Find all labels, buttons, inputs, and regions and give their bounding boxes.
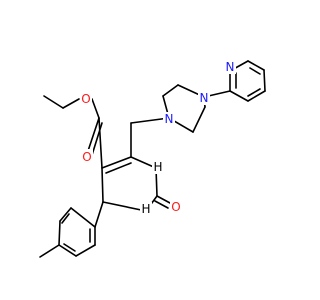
atom-labels: O O O N N N H H xyxy=(81,60,236,216)
bond-pyr-4 xyxy=(263,69,266,92)
structure-svg: O O O N N N H H xyxy=(39,60,266,258)
bond-pyr-5 xyxy=(247,90,266,102)
bond-aryl-4b xyxy=(63,243,76,252)
bond-aryl-4 xyxy=(58,244,77,257)
carbonyl-oxygen-label: O xyxy=(82,150,91,164)
ring-nh-3: H xyxy=(140,202,152,216)
bonds xyxy=(39,60,266,258)
pyridine-n: N xyxy=(224,60,236,74)
bond-ester-c-o-double-1 xyxy=(87,117,100,152)
bond-aryl-5 xyxy=(75,244,96,257)
bond-c6-n1 xyxy=(130,156,157,169)
ring-nh-1-label: H xyxy=(153,160,162,174)
bond-aryl-2b xyxy=(61,213,70,224)
ring-nh-3-label: H xyxy=(141,202,150,216)
piperazine-n1-label: N xyxy=(165,112,174,126)
bond-ethyl-ch2-o xyxy=(62,98,80,109)
ring-nh-1: H xyxy=(152,160,164,174)
bond-c5-c6-double-1 xyxy=(101,156,132,169)
bond-pyr-5b xyxy=(247,88,261,97)
piperazine-n1: N xyxy=(163,112,175,126)
pyridine-n-label: N xyxy=(226,60,235,74)
bond-pyr-3 xyxy=(247,60,265,71)
bond-ethyl-ch3-ch2 xyxy=(43,95,64,109)
bond-pip-5 xyxy=(192,106,206,133)
bond-pip-2 xyxy=(162,84,179,97)
bond-c2-o-double-1 xyxy=(156,195,171,204)
bond-ester-c-c5 xyxy=(98,117,103,169)
carbonyl-oxygen: O xyxy=(81,149,93,164)
urea-oxygen: O xyxy=(170,199,182,214)
piperazine-n4-label: N xyxy=(200,91,209,105)
urea-oxygen-label: O xyxy=(171,200,180,214)
bond-pyr-3b xyxy=(249,67,261,75)
molecule-diagram: O O O N N N H H xyxy=(39,60,266,258)
bond-ch2-npip xyxy=(130,117,170,124)
bond-aryl-2 xyxy=(59,207,72,222)
bond-pyr-6 xyxy=(229,90,249,102)
piperazine-n4: N xyxy=(198,91,210,105)
bond-c2-o-double-2 xyxy=(154,200,169,209)
bond-c4-c5 xyxy=(101,167,104,203)
bond-c4-aryl xyxy=(94,201,104,228)
ether-oxygen-label: O xyxy=(81,92,90,106)
bond-aryl-methyl xyxy=(39,244,60,258)
bond-o-ester-c xyxy=(91,98,100,119)
bond-aryl-1 xyxy=(70,207,96,228)
bond-aryl-3 xyxy=(58,220,61,246)
bond-n3-c4 xyxy=(102,201,147,212)
bond-c5-c6-double-2 xyxy=(105,162,132,174)
ether-oxygen: O xyxy=(81,91,92,106)
